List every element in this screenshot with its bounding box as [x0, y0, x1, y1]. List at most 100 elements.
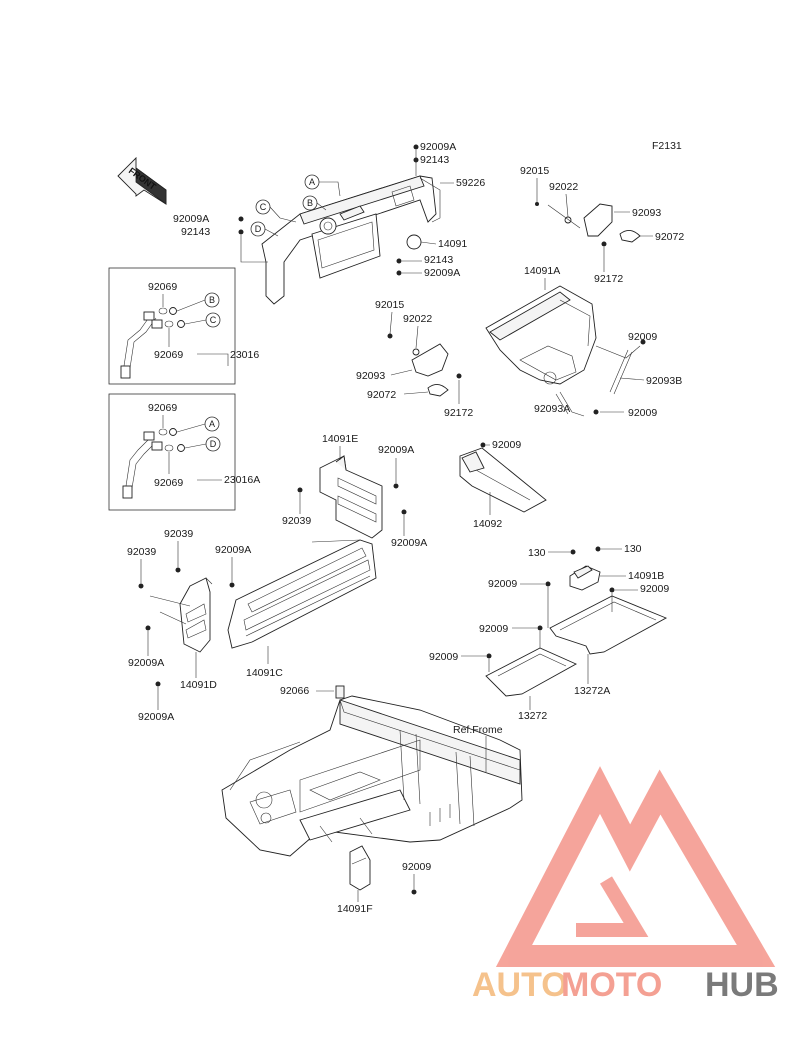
watermark-logo-icon: [495, 766, 776, 967]
label-92009-e: 92009: [479, 623, 508, 635]
label-14091D: 14091D: [180, 679, 217, 691]
label-92069-1: 92069: [148, 281, 177, 293]
label-14092: 14092: [473, 518, 502, 530]
label-92172-center: 92172: [444, 407, 473, 419]
part-23016A-brake-line: [122, 428, 185, 499]
label-92093B: 92093B: [646, 375, 682, 387]
watermark-word-auto: AUTO: [472, 966, 568, 1004]
svg-text:D: D: [210, 439, 217, 449]
label-23016: 23016: [230, 349, 259, 361]
main-frame-assembly: [221, 685, 523, 857]
bolt-icon: [396, 258, 402, 276]
svg-text:C: C: [260, 202, 267, 212]
callout-C-top: C: [255, 199, 271, 215]
label-14091B: 14091B: [628, 570, 664, 582]
ref-frame-label: Ref.Frome: [453, 724, 503, 736]
svg-text:D: D: [255, 224, 262, 234]
part-92093-bracket-right: [535, 202, 641, 247]
label-92039-a: 92039: [164, 528, 193, 540]
part-92093-bracket-center: [387, 333, 462, 397]
part-14091E-guard: [319, 455, 383, 539]
label-14091F: 14091F: [337, 903, 373, 915]
front-arrow-icon: FRONT: [117, 156, 167, 205]
label-92009-d: 92009: [640, 583, 669, 595]
label-92143-top: 92143: [420, 154, 449, 166]
part-13272A-skid-plate: [549, 595, 668, 655]
callout-D-top: D: [250, 221, 266, 237]
callout-C-box: C: [205, 312, 221, 328]
label-92009A-d: 92009A: [128, 657, 164, 669]
label-92009-g: 92009: [402, 861, 431, 873]
label-92093-center: 92093: [356, 370, 385, 382]
label-14091: 14091: [438, 238, 467, 250]
label-130-a: 130: [528, 547, 546, 559]
label-92009-c: 92009: [488, 578, 517, 590]
label-92015-center: 92015: [375, 299, 404, 311]
part-13272-skid-plate: [485, 647, 578, 697]
label-92066: 92066: [280, 685, 309, 697]
part-14091F-bracket: [349, 845, 371, 891]
label-92172-right: 92172: [594, 273, 623, 285]
part-14091B-bracket: [569, 565, 601, 591]
label-92039-e: 92039: [282, 515, 311, 527]
label-14091A: 14091A: [524, 265, 560, 277]
label-92009A-top: 92009A: [420, 141, 456, 153]
callout-B-box: B: [204, 292, 220, 308]
svg-text:C: C: [210, 315, 217, 325]
watermark-word-moto: MOTO: [561, 966, 662, 1004]
label-92022-right: 92022: [549, 181, 578, 193]
label-14091C: 14091C: [246, 667, 283, 679]
label-92009-a: 92009: [628, 331, 657, 343]
label-13272: 13272: [518, 710, 547, 722]
part-14091C-long-guard: [227, 539, 377, 649]
label-92009A-mid: 92009A: [424, 267, 460, 279]
bolt-icon: [238, 216, 244, 235]
label-92069-2: 92069: [154, 349, 183, 361]
detail-box-23016: [108, 267, 236, 385]
part-92093A-rod: [555, 391, 585, 417]
callout-A-top: A: [304, 174, 320, 190]
label-92069-4: 92069: [154, 477, 183, 489]
label-92069-3: 92069: [148, 402, 177, 414]
part-23016-brake-line: [120, 307, 185, 379]
label-92072-right: 92072: [655, 231, 684, 243]
label-92009A-e: 92009A: [378, 444, 414, 456]
label-92009-b: 92009: [628, 407, 657, 419]
label-92093-right: 92093: [632, 207, 661, 219]
figure-code: F2131: [652, 140, 682, 152]
watermark-word-hub: HUB: [705, 966, 779, 1004]
svg-text:A: A: [209, 419, 215, 429]
detail-box-23016A: [108, 393, 236, 511]
label-59226: 59226: [456, 177, 485, 189]
label-92143-mid: 92143: [424, 254, 453, 266]
label-92022-center: 92022: [403, 313, 432, 325]
label-92009A-left: 92009A: [173, 213, 209, 225]
label-92093A: 92093A: [534, 403, 570, 415]
label-14091E: 14091E: [322, 433, 358, 445]
part-14091D-bracket: [179, 577, 213, 653]
svg-text:A: A: [309, 177, 315, 187]
label-130-b: 130: [624, 543, 642, 555]
label-92015-right: 92015: [520, 165, 549, 177]
part-92093B-rod: [609, 349, 633, 395]
part-59226-cross-member: [261, 175, 441, 305]
part-14091A-cover: [485, 285, 597, 385]
label-92009A-c: 92009A: [215, 544, 251, 556]
label-92009A-e2: 92009A: [391, 537, 427, 549]
svg-text:B: B: [209, 295, 215, 305]
callout-A-box: A: [204, 416, 220, 432]
label-23016A: 23016A: [224, 474, 260, 486]
watermark-brand-text: AUTO MOTO HUB: [472, 966, 779, 1004]
label-92143-left: 92143: [181, 226, 210, 238]
label-92039-b: 92039: [127, 546, 156, 558]
label-92009-14092: 92009: [492, 439, 521, 451]
label-13272A: 13272A: [574, 685, 610, 697]
svg-text:B: B: [307, 198, 313, 208]
label-92072-center: 92072: [367, 389, 396, 401]
label-92009-f: 92009: [429, 651, 458, 663]
callout-B-top: B: [302, 195, 318, 211]
label-92009A-d2: 92009A: [138, 711, 174, 723]
callout-D-box: D: [205, 436, 221, 452]
